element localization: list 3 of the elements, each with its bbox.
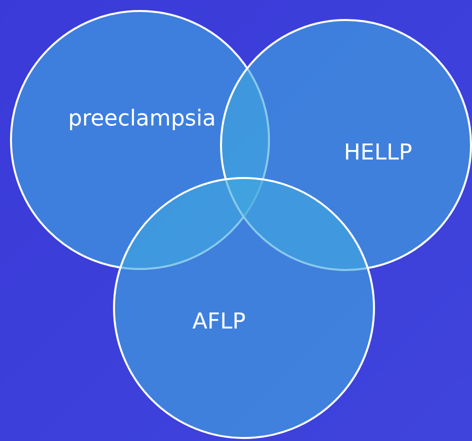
set-label: HELLP (344, 140, 412, 166)
set-label: AFLP (192, 310, 246, 334)
set-label: preeclampsia (68, 106, 216, 132)
